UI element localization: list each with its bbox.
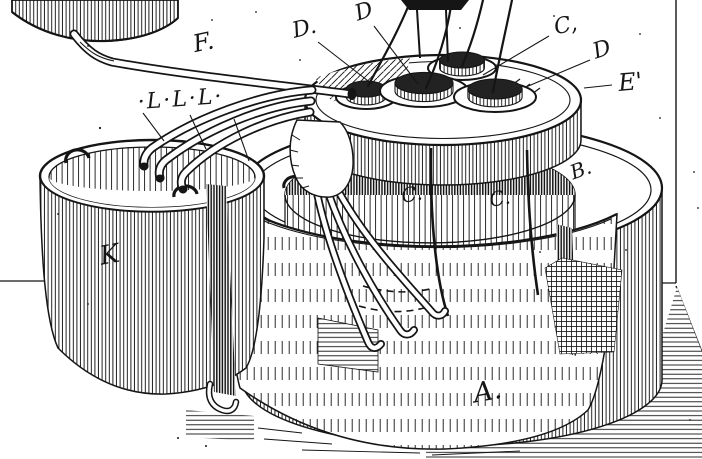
gap-shadow	[206, 184, 236, 396]
label-L-tubes: ·L·L·L·	[137, 84, 224, 115]
leader-line-0	[317, 41, 373, 85]
supply-reservoir	[11, 0, 179, 43]
leader-line-5	[142, 112, 165, 142]
electrode-rods	[429, 147, 540, 317]
crosshatch-shadow	[544, 257, 623, 355]
label-D-upper-left: D.	[289, 14, 319, 44]
drain-spout	[205, 380, 240, 415]
label-E-prime: E'	[616, 67, 643, 97]
terminal-block	[401, 0, 469, 63]
leader-lines	[142, 25, 613, 162]
leader-line-3	[525, 59, 591, 88]
leader-line-2	[482, 35, 550, 76]
leader-line-1	[373, 25, 419, 85]
engraving-specks	[57, 11, 699, 447]
feed-tube-mouth	[347, 88, 357, 100]
funnel-cloth	[289, 119, 354, 198]
label-C-wall-left: C.	[399, 180, 424, 207]
delivery-tubes	[312, 184, 449, 352]
leader-line-4	[583, 84, 613, 89]
leader-line-7	[233, 118, 250, 162]
ground-shading	[257, 427, 521, 456]
rim-loop-left	[64, 148, 91, 164]
floor-hatching	[186, 287, 702, 459]
cup-opening-center	[379, 71, 469, 108]
cup-opening-back	[427, 51, 497, 81]
lead-wires	[366, 0, 514, 94]
label-C-upper-right: C,	[552, 11, 580, 40]
cover-ring	[303, 51, 583, 186]
cup-opening-right	[453, 78, 537, 113]
label-C-wall-right: C.	[487, 184, 512, 211]
siphon-tubes-l	[139, 85, 317, 194]
leader-line-6	[189, 114, 207, 150]
